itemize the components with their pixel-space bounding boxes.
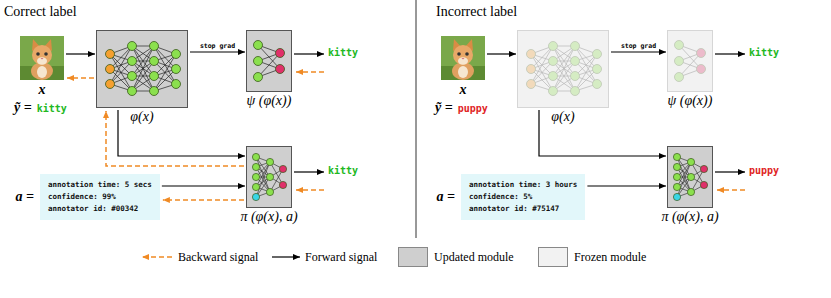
legend-swatch <box>538 247 568 267</box>
edge-label: stop grad <box>620 42 657 50</box>
forward-signal <box>118 110 245 156</box>
module-label: π (φ(x), a) <box>240 209 297 225</box>
target-symbol: ỹ = <box>14 100 32 116</box>
frozen-classifier-head: ψ (φ(x)) <box>667 30 713 92</box>
classifier-head: ψ (φ(x)) <box>246 30 292 92</box>
input-image: x <box>441 36 485 80</box>
variable-name: a = <box>437 189 455 205</box>
legend-text: Backward signal <box>178 250 258 265</box>
module-label: π (φ(x), a) <box>661 209 718 225</box>
module-label: φ(x) <box>551 109 574 125</box>
given-label: kitty <box>37 103 67 114</box>
backward-signal <box>163 199 244 201</box>
input-image: x <box>20 36 64 80</box>
annotation-field: confidence: 5% <box>469 191 577 203</box>
annotation-field: annotator id: #00342 <box>48 203 152 215</box>
annotation-box: a =annotation time: 3 hoursconfidence: 5… <box>461 174 585 220</box>
module-label: x <box>460 82 467 98</box>
module-label: x <box>39 82 46 98</box>
legend-text: Forward signal <box>305 250 377 265</box>
backward-signal <box>106 111 244 166</box>
annotation-field: annotator id: #75147 <box>469 203 577 215</box>
forward-signal <box>162 185 245 186</box>
legend-swatch <box>398 247 428 267</box>
panel-title: Incorrect label <box>436 4 517 20</box>
forward-signal <box>66 53 95 54</box>
given-label: puppy <box>458 103 488 114</box>
annotation-head: π (φ(x), a) <box>246 146 292 208</box>
legend-text: Updated module <box>434 250 514 265</box>
legend-text: Frozen module <box>574 250 646 265</box>
prediction: kitty <box>749 47 779 58</box>
variable-name: a = <box>16 189 34 205</box>
module-label: φ(x) <box>130 109 153 125</box>
forward-signal <box>190 51 245 52</box>
forward-signal <box>587 185 666 186</box>
annotation-field: annotation time: 3 hours <box>469 179 577 191</box>
encoder-network: φ(x) <box>96 30 188 108</box>
edge-label: stop grad <box>199 42 236 50</box>
frozen-encoder: φ(x) <box>517 30 609 108</box>
prediction: kitty <box>328 165 358 176</box>
forward-signal <box>487 53 516 54</box>
module-label: ψ (φ(x)) <box>247 93 292 109</box>
module-label: ψ (φ(x)) <box>668 93 713 109</box>
annotation-field: annotation time: 5 secs <box>48 179 152 191</box>
forward-signal <box>539 110 666 156</box>
target-symbol: ỹ = <box>435 100 453 116</box>
annotation-head: π (φ(x), a) <box>667 146 713 208</box>
annotation-field: confidence: 99% <box>48 191 152 203</box>
backward-signal <box>67 77 94 79</box>
forward-signal <box>611 51 666 52</box>
annotation-box: a =annotation time: 5 secsconfidence: 99… <box>40 174 160 220</box>
panel-title: Correct label <box>4 4 77 20</box>
prediction: kitty <box>328 47 358 58</box>
prediction: puppy <box>749 165 779 176</box>
